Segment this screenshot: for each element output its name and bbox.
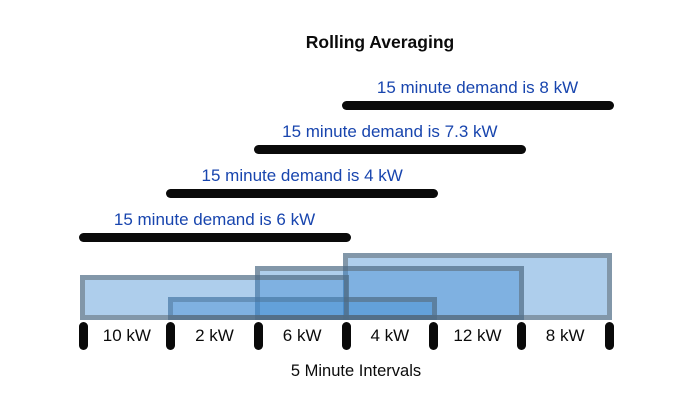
interval-value-label: 10 kW	[102, 326, 151, 345]
window-demand-label: 15 minute demand is 8 kW	[376, 78, 579, 97]
fifteen-minute-window-bar	[341, 100, 614, 110]
interval-tick	[166, 322, 176, 350]
window-average-rect	[80, 275, 349, 320]
window-demand-label: 15 minute demand is 6 kW	[113, 210, 316, 229]
fifteen-minute-window-bar	[166, 188, 439, 198]
interval-tick	[429, 322, 439, 350]
interval-tick	[516, 322, 526, 350]
fifteen-minute-window-bar	[253, 144, 526, 154]
interval-value-label: 2 kW	[195, 326, 234, 345]
window-demand-label: 15 minute demand is 4 kW	[201, 166, 403, 185]
x-axis-label: 5 Minute Intervals	[290, 362, 422, 380]
interval-value-label: 4 kW	[370, 326, 410, 345]
interval-value-label: 12 kW	[453, 326, 502, 345]
interval-tick	[253, 322, 263, 350]
interval-tick	[78, 322, 88, 350]
chart-title: Rolling Averaging	[305, 32, 455, 52]
interval-value-label: 8 kW	[545, 326, 585, 345]
interval-tick	[341, 322, 351, 350]
fifteen-minute-window-bar	[78, 232, 351, 242]
window-demand-label: 15 minute demand is 7.3 kW	[282, 122, 498, 141]
interval-value-label: 6 kW	[282, 326, 322, 345]
interval-tick	[604, 322, 614, 350]
